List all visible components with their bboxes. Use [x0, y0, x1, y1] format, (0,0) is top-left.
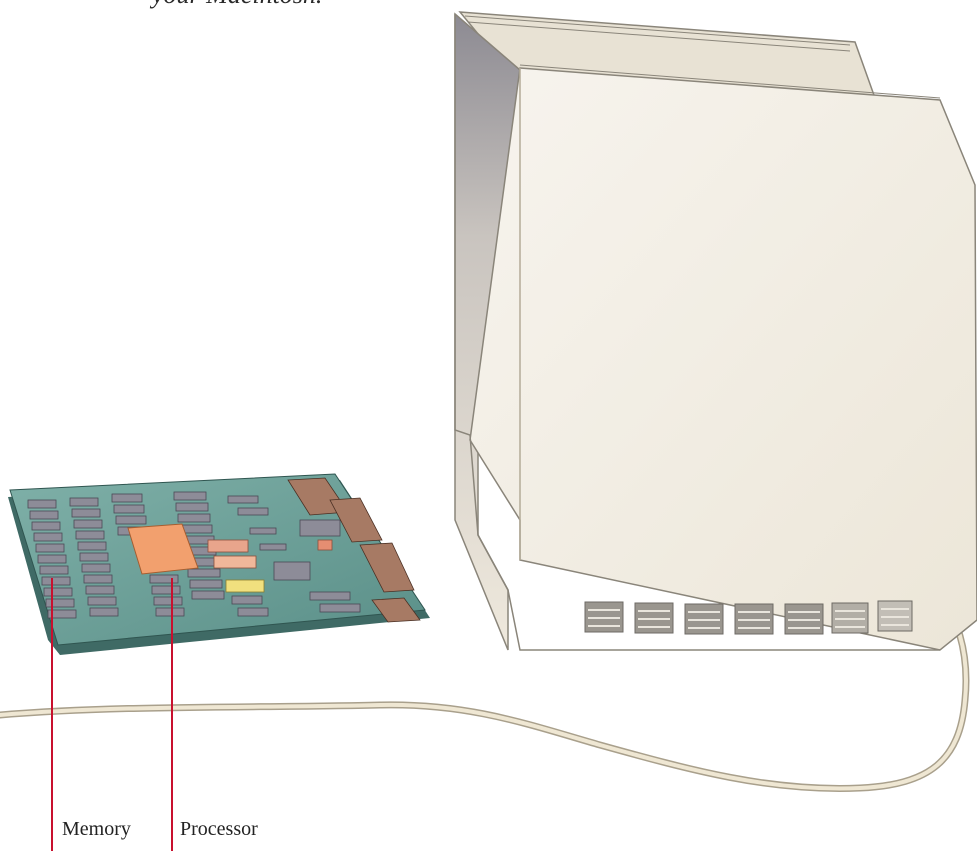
processor-label: Processor	[180, 818, 258, 841]
computer-case-illustration	[455, 12, 977, 650]
memory-label: Memory	[62, 818, 131, 841]
case-vents	[585, 601, 912, 634]
logic-board-illustration	[8, 474, 430, 655]
